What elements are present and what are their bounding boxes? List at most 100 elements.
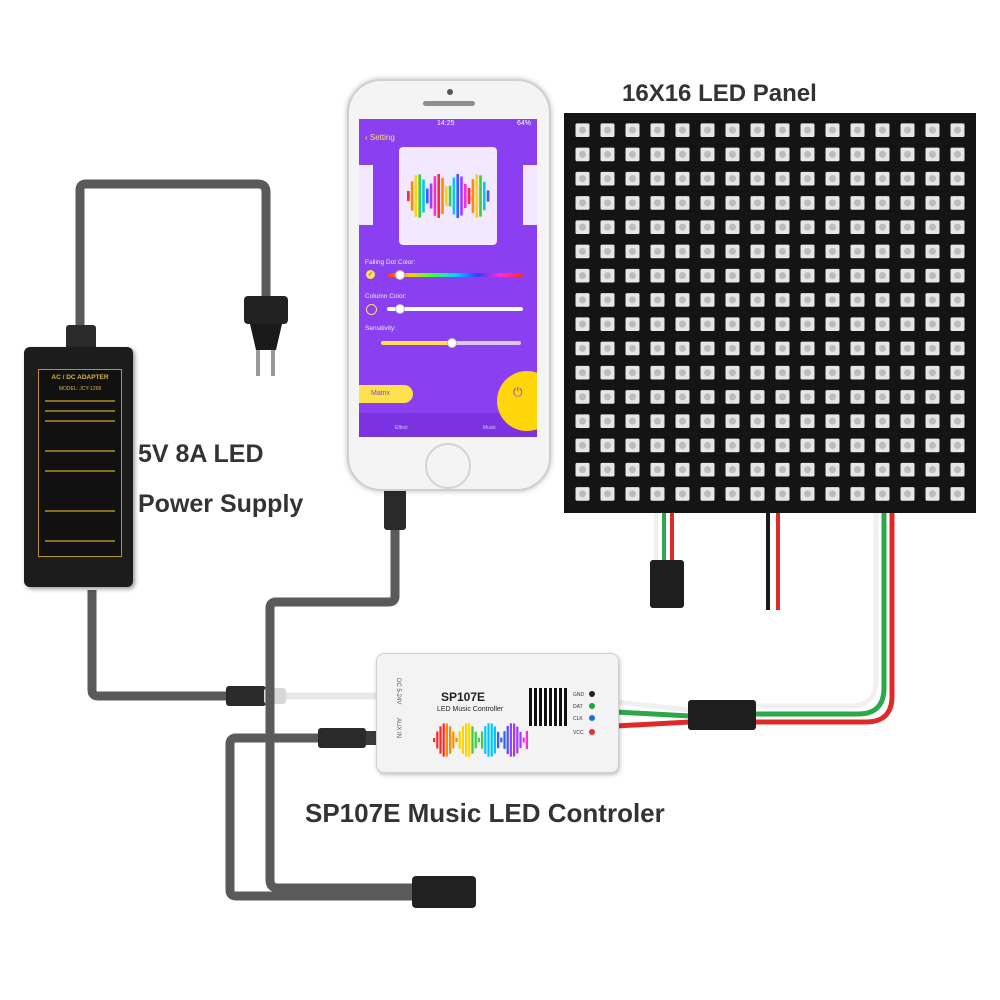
psu-sticker: AC / DC ADAPTER MODEL: JCY-1268 (38, 369, 122, 557)
led-lens (854, 344, 861, 352)
slider-knob[interactable] (447, 338, 457, 348)
led-lens (579, 296, 586, 304)
power-button[interactable]: ⏻ (497, 371, 537, 431)
check-icon[interactable]: ✓ (366, 270, 375, 279)
led-lens (704, 150, 711, 158)
led-lens (729, 466, 736, 474)
led-lens (829, 223, 836, 231)
led-lens (879, 393, 886, 401)
led-lens (604, 344, 611, 352)
led-lens (579, 150, 586, 158)
led-lens (879, 223, 886, 231)
led-lens (654, 175, 661, 183)
back-label: Setting (369, 133, 395, 142)
falling-dot-color-slider[interactable] (387, 273, 523, 277)
led-lens (704, 126, 711, 134)
led-lens (879, 320, 886, 328)
led-lens (954, 150, 961, 158)
wave-bar (433, 738, 436, 742)
led-lens (704, 296, 711, 304)
led-lens (854, 393, 861, 401)
wave-bar (497, 731, 500, 749)
led-lens (779, 344, 786, 352)
led-lens (804, 126, 811, 134)
led-lens (604, 150, 611, 158)
led-lens (679, 393, 686, 401)
wave-bar (483, 181, 486, 211)
led-lens (804, 393, 811, 401)
wave-bar (436, 731, 439, 749)
led-lens (579, 223, 586, 231)
led-lens (754, 393, 761, 401)
led-lens (879, 272, 886, 280)
pin-clk-label: CLK (573, 716, 583, 722)
led-lens (629, 344, 636, 352)
led-lens (929, 393, 936, 401)
effect-thumb-left[interactable] (359, 165, 373, 225)
wave-bar (486, 190, 490, 202)
slider-knob[interactable] (395, 304, 405, 314)
led-lens (729, 417, 736, 425)
led-lens (654, 126, 661, 134)
led-lens (579, 393, 586, 401)
slider-knob[interactable] (395, 270, 405, 280)
led-lens (929, 175, 936, 183)
led-lens (754, 369, 761, 377)
pin-vcc-dot (589, 729, 595, 735)
led-lens (654, 296, 661, 304)
led-lens (679, 199, 686, 207)
matrix-button[interactable]: Matrix (359, 385, 413, 403)
led-lens (754, 175, 761, 183)
psu-label-line2: Power Supply (138, 490, 304, 518)
led-lens (954, 417, 961, 425)
wave-bar (452, 177, 456, 215)
speaker-grille (423, 101, 475, 106)
led-lens (629, 296, 636, 304)
led-lens (804, 441, 811, 449)
status-time: 14:25 (437, 120, 455, 127)
led-lens (629, 272, 636, 280)
led-lens (704, 490, 711, 498)
led-lens (604, 393, 611, 401)
led-lens (604, 466, 611, 474)
column-color-slider[interactable] (387, 307, 523, 311)
column-color-label: Column Color: (365, 293, 407, 300)
falling-dot-label: Falling Dot Color: (365, 259, 416, 266)
led-lens (854, 175, 861, 183)
led-lens (854, 369, 861, 377)
led-panel (564, 113, 976, 513)
led-lens (829, 272, 836, 280)
led-lens (704, 175, 711, 183)
led-lens (904, 223, 911, 231)
wave-bar (458, 731, 461, 749)
led-lens (879, 150, 886, 158)
led-lens (904, 272, 911, 280)
led-lens (654, 344, 661, 352)
effect-thumb-main[interactable] (399, 147, 497, 245)
wave-bar (414, 175, 418, 217)
home-button[interactable] (425, 443, 471, 489)
led-lens (854, 126, 861, 134)
led-lens (829, 175, 836, 183)
led-lens (654, 369, 661, 377)
effect-thumb-right[interactable] (523, 165, 537, 225)
led-lens (779, 126, 786, 134)
wave-bar (456, 174, 459, 218)
led-lens (904, 490, 911, 498)
led-lens (654, 272, 661, 280)
led-lens (729, 296, 736, 304)
led-lens (854, 320, 861, 328)
back-link[interactable]: ‹ Setting (365, 133, 395, 142)
tab-music[interactable]: Music (483, 425, 497, 431)
led-lens (679, 369, 686, 377)
led-lens (579, 175, 586, 183)
unchecked-icon[interactable] (366, 304, 377, 315)
led-lens (579, 490, 586, 498)
led-lens (779, 393, 786, 401)
wave-bar (437, 174, 440, 218)
led-lens (579, 199, 586, 207)
tab-effect[interactable]: Effect (395, 425, 408, 431)
led-lens (679, 344, 686, 352)
led-lens (879, 296, 886, 304)
